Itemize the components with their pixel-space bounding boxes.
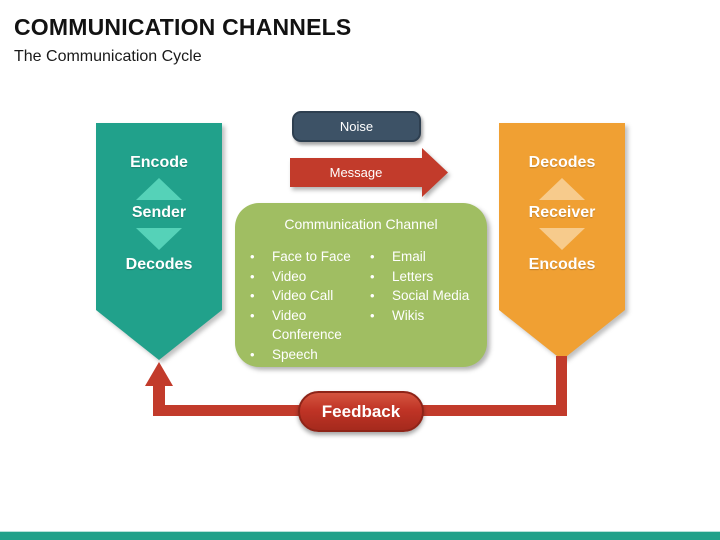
footer-accent-bar (0, 531, 720, 540)
channel-list-left: Face to Face Video Video Call Video Conf… (248, 247, 358, 364)
feedback-label: Feedback (321, 401, 401, 421)
down-arrow-icon (539, 228, 585, 250)
sender-banner: Encode Sender Decodes (96, 123, 222, 360)
list-item: Video (248, 267, 358, 287)
sender-decodes-label: Decodes (125, 256, 193, 273)
list-item: Video Conference (248, 306, 358, 345)
list-item: Wikis (368, 306, 480, 326)
receiver-banner: Decodes Receiver Encodes (499, 123, 625, 360)
message-label: Message (329, 165, 383, 180)
list-item: Face to Face (248, 247, 358, 267)
feedback-line-right (556, 356, 567, 416)
feedback-line-left (153, 384, 165, 416)
list-item: Video Call (248, 286, 358, 306)
sender-label: Sender (131, 204, 187, 221)
up-arrow-icon (136, 178, 182, 200)
noise-label: Noise (339, 119, 374, 134)
feedback-arrowhead-icon (145, 362, 173, 386)
page-subtitle: The Communication Cycle (14, 48, 202, 65)
receiver-encodes-label: Encodes (528, 256, 596, 273)
receiver-decodes-label: Decodes (528, 154, 596, 171)
message-arrow: Message (290, 148, 448, 197)
sender-encode-label: Encode (130, 154, 188, 171)
list-item: Social Media (368, 286, 480, 306)
up-arrow-icon (539, 178, 585, 200)
down-arrow-icon (136, 228, 182, 250)
noise-box: Noise (292, 111, 421, 142)
channel-title: Communication Channel (284, 216, 438, 232)
page-title: COMMUNICATION CHANNELS (14, 14, 352, 40)
list-item: Email (368, 247, 480, 267)
list-item: Letters (368, 267, 480, 287)
receiver-label: Receiver (528, 204, 596, 221)
channel-list-right: Email Letters Social Media Wikis (368, 247, 480, 325)
feedback-pill: Feedback (298, 391, 424, 432)
list-item: Speech (248, 345, 358, 365)
channel-box: Communication Channel Face to Face Video… (235, 203, 487, 367)
